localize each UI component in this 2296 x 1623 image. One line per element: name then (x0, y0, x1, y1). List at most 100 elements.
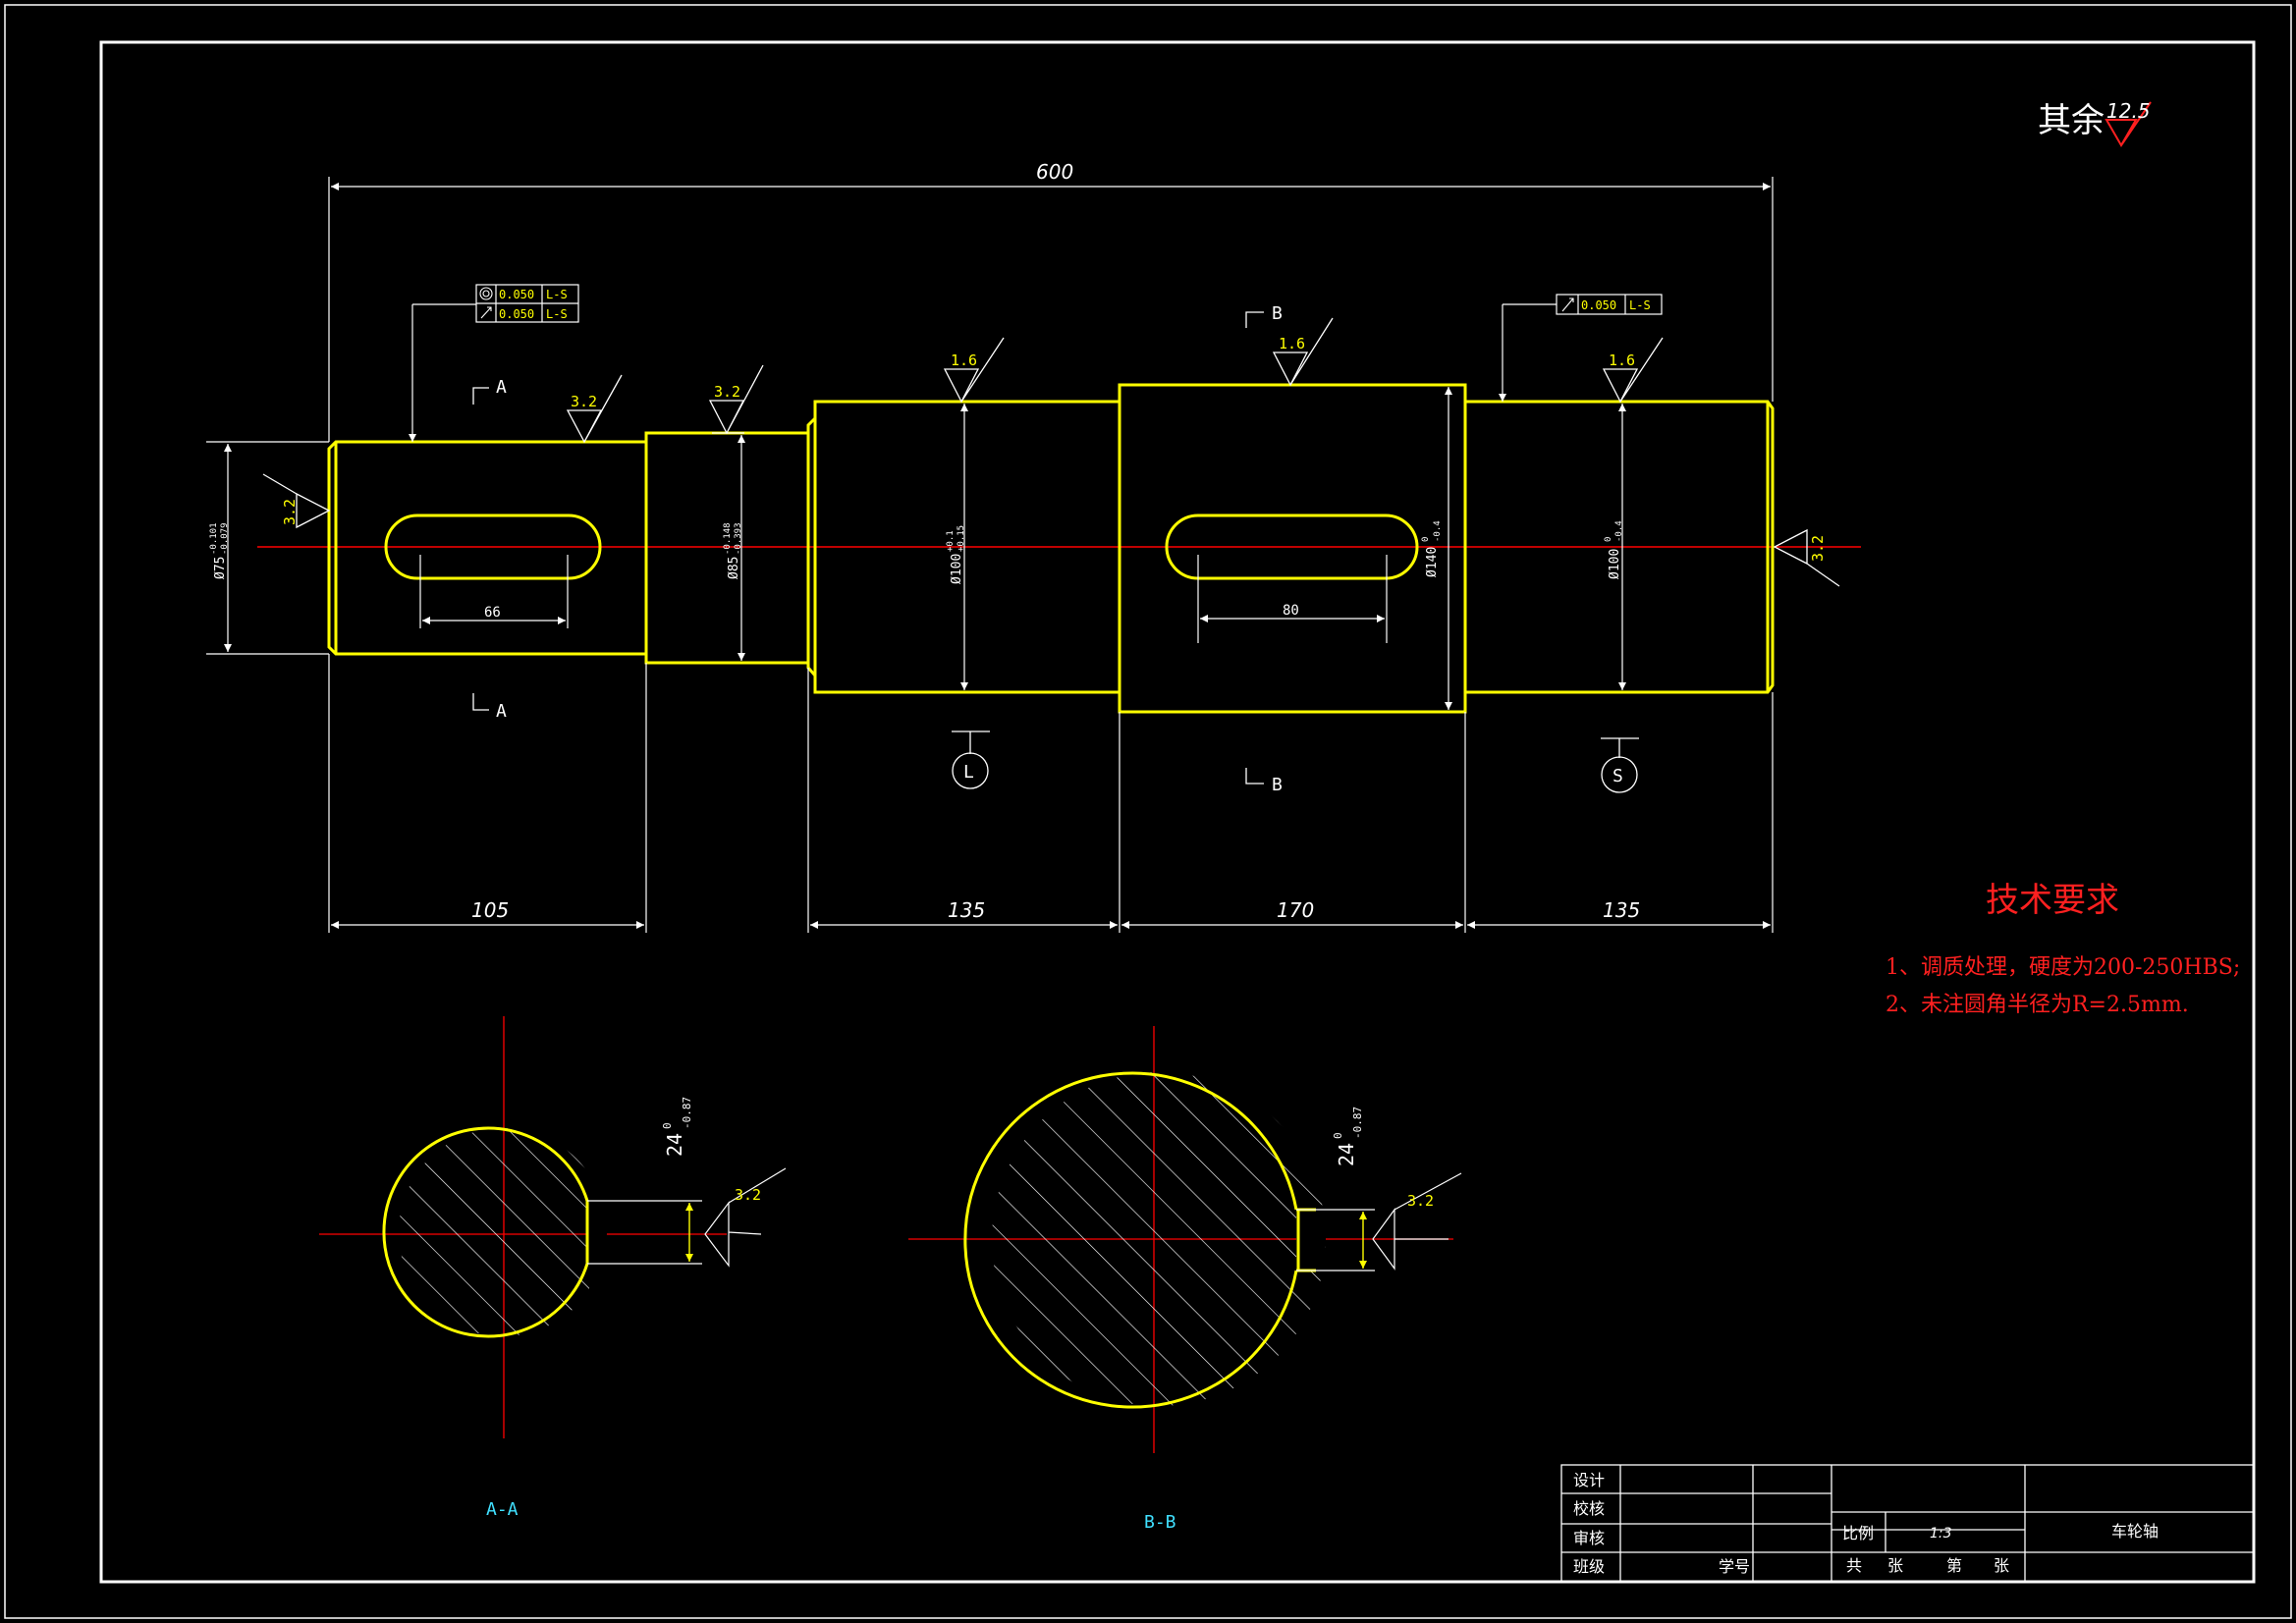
roughness-2: 3.2 (714, 383, 740, 401)
datum-l-label: L (963, 762, 974, 783)
section-a-label: A-A (486, 1499, 519, 1520)
tb-student-id-label: 学号 (1719, 1557, 1750, 1576)
diameter-1: Ø75 (213, 557, 228, 579)
roughness-5: 1.6 (1609, 352, 1635, 369)
section-a-roughness: 3.2 (735, 1186, 761, 1204)
shaft-step-lines (334, 385, 1770, 712)
keyway-length-dims (419, 555, 1388, 643)
roughness-icon (1773, 528, 1840, 587)
tb-sheet-unit2: 张 (1994, 1556, 2009, 1575)
roughness-icon (1272, 317, 1334, 387)
tol-left-1-value: 0.050 (499, 288, 534, 301)
diameter-5: Ø100 (1608, 549, 1622, 579)
overall-length-text: 600 (1036, 160, 1073, 184)
tb-sheets-total: 共 (1846, 1556, 1862, 1575)
diameter-4: Ø140 (1425, 547, 1440, 577)
tech-req-title: 技术要求 (1986, 881, 2119, 920)
overall-dimension (328, 177, 1774, 442)
tb-sheets-unit: 张 (1887, 1556, 1903, 1575)
tol-right-value: 0.050 (1581, 298, 1616, 312)
roughness-icon (1372, 1172, 1462, 1271)
runout-arrow-icon (1561, 298, 1574, 312)
roughness-icon (708, 364, 764, 435)
diameter-dim-lines (206, 387, 1626, 710)
diameter-4-tol-upper: 0 (1421, 537, 1431, 542)
tol-right-datum: L-S (1629, 298, 1651, 312)
keyway-b-length-text: 80 (1283, 603, 1299, 619)
tolerance-frame-left: 0.050 L-S 0.050 L-S (409, 284, 579, 442)
section-view-b (908, 1026, 1462, 1453)
section-b-roughness: 3.2 (1407, 1192, 1434, 1210)
section-view-a (319, 1016, 787, 1438)
default-roughness: 其余 12.5 (2038, 99, 2152, 148)
section-b-dim: 24 (1335, 1143, 1358, 1166)
inner-border (99, 40, 2256, 1584)
section-mark-a-top: A (496, 377, 507, 398)
tb-row-review: 审核 (1573, 1529, 1605, 1547)
datum-s-label: S (1613, 766, 1623, 786)
segment-dimension-lines (328, 654, 1774, 933)
title-block (1560, 1464, 2255, 1583)
runout-arrow-icon (480, 306, 492, 319)
segment-dim-1: 105 (471, 898, 509, 922)
diameter-2: Ø85 (727, 557, 741, 579)
diameter-4-tol-lower: -0.4 (1433, 520, 1443, 542)
roughness-icon (704, 1167, 787, 1268)
concentricity-icon (479, 287, 493, 300)
roughness-icon (943, 337, 1005, 404)
diameter-5-tol-upper: 0 (1604, 537, 1613, 542)
tol-left-1-datum: L-S (546, 288, 568, 301)
roughness-icon (262, 473, 331, 529)
tech-req-item-1: 1、调质处理，硬度为200-250HBS; (1886, 955, 2240, 980)
tb-part-name: 车轮轴 (2111, 1522, 2159, 1541)
roughness-icon (1602, 337, 1664, 404)
outer-border (4, 4, 2292, 1619)
roughness-4: 1.6 (1279, 335, 1305, 352)
default-roughness-label: 其余 (2038, 101, 2105, 140)
section-mark-b-top: B (1272, 303, 1283, 324)
roughness-7: 3.2 (1809, 535, 1827, 562)
diameter-labels: Ø75 -0.101 -0.079 Ø85 -0.148 -0.393 Ø100… (209, 520, 1624, 584)
section-marks (472, 311, 1264, 784)
tb-row-design: 设计 (1573, 1471, 1605, 1489)
roughness-1: 3.2 (571, 393, 597, 410)
tb-scale-value: 1:3 (1930, 1526, 1952, 1542)
section-a-tol-lower: -0.87 (681, 1097, 693, 1129)
keyway-a (384, 514, 602, 580)
keyway-a-length-text: 66 (484, 605, 501, 621)
segment-dim-4: 135 (1603, 898, 1640, 922)
tolerance-frame-right: 0.050 L-S (1499, 294, 1663, 402)
roughness-symbols (262, 317, 1840, 587)
default-roughness-value: 12.5 (2106, 99, 2151, 123)
diameter-2-tol-lower: -0.393 (734, 522, 743, 555)
diameter-3: Ø100 (950, 554, 964, 584)
segment-dim-3: 170 (1277, 898, 1314, 922)
diameter-1-tol-lower: -0.079 (220, 522, 230, 555)
tb-row-check: 校核 (1573, 1499, 1605, 1518)
roughness-symbol-icon (2105, 101, 2152, 148)
tol-left-2-datum: L-S (546, 307, 568, 321)
section-b-tol-upper: 0 (1332, 1132, 1344, 1139)
datum-s (1601, 737, 1639, 793)
diameter-3-tol-lower: +0.15 (957, 525, 966, 552)
section-a-dim: 24 (663, 1133, 686, 1157)
shaft-outline (327, 383, 1775, 714)
section-b-label: B-B (1144, 1512, 1176, 1533)
keyway-b (1165, 514, 1419, 580)
tb-row-class: 班级 (1573, 1557, 1605, 1576)
diameter-3-tol-upper: +0.1 (946, 530, 956, 552)
tb-scale-label: 比例 (1842, 1524, 1874, 1542)
section-mark-b-bottom: B (1272, 775, 1283, 795)
section-b-tol-lower: -0.87 (1351, 1107, 1364, 1139)
diameter-2-tol-upper: -0.148 (723, 522, 733, 555)
section-mark-a-bottom: A (496, 701, 507, 722)
diameter-5-tol-lower: -0.4 (1614, 520, 1624, 542)
tol-left-2-value: 0.050 (499, 307, 534, 321)
tech-req-item-2: 2、未注圆角半径为R=2.5mm. (1886, 993, 2189, 1017)
tb-sheet-no: 第 (1946, 1556, 1962, 1575)
roughness-6: 3.2 (281, 499, 299, 525)
roughness-icon (566, 374, 623, 444)
section-a-tol-upper: 0 (661, 1122, 674, 1129)
datum-l (952, 730, 990, 789)
